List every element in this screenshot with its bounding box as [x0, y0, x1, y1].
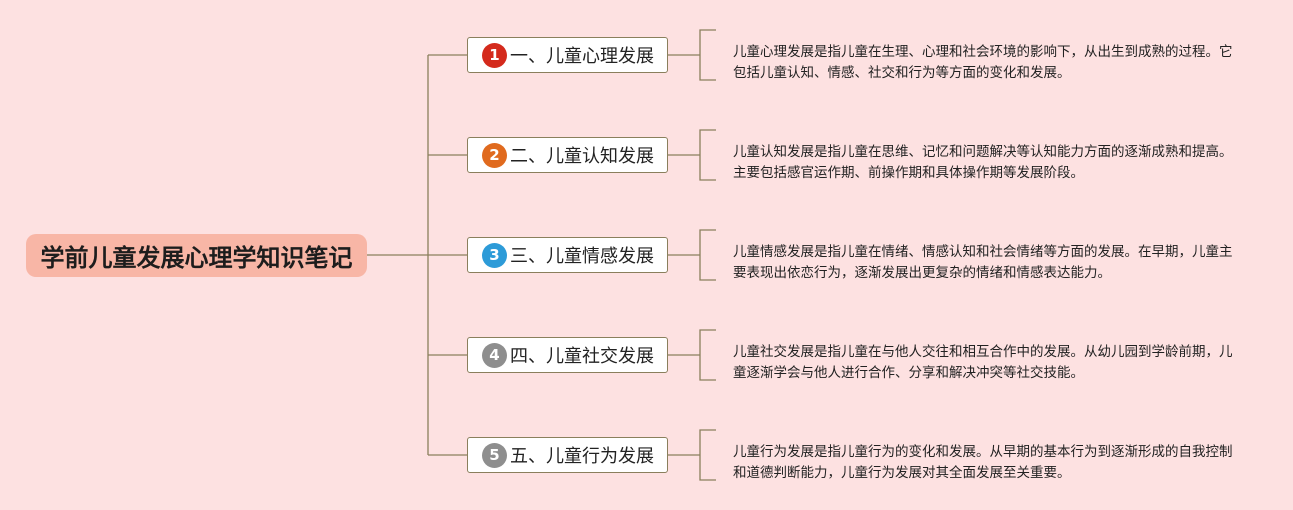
branch-topic-label: 三、儿童情感发展 [510, 246, 654, 267]
desc-bracket-3 [699, 229, 716, 281]
root-topic[interactable]: 学前儿童发展心理学知识笔记 [26, 234, 367, 277]
branch-topic-1[interactable]: 1 一、儿童心理发展 [467, 37, 668, 73]
branch-description-3: 儿童情感发展是指儿童在情绪、情感认知和社会情绪等方面的发展。在早期，儿童主要表现… [733, 244, 1233, 281]
branch-topic-4[interactable]: 4 四、儿童社交发展 [467, 337, 668, 373]
branch-topic-label: 二、儿童认知发展 [510, 146, 654, 167]
number-marker-4-icon: 4 [482, 342, 507, 368]
branch-topic-label: 四、儿童社交发展 [510, 346, 654, 367]
branch-topic-label: 一、儿童心理发展 [510, 46, 654, 67]
branch-topic-3[interactable]: 3 三、儿童情感发展 [467, 237, 668, 273]
branch-topic-2[interactable]: 2 二、儿童认知发展 [467, 137, 668, 173]
number-marker-3-icon: 3 [482, 242, 507, 268]
number-marker-2-icon: 2 [482, 142, 507, 168]
number-marker-5-icon: 5 [482, 442, 507, 468]
number-marker-1-icon: 1 [482, 42, 507, 68]
desc-bracket-4 [699, 329, 716, 381]
desc-bracket-1 [699, 29, 716, 81]
branch-description-5: 儿童行为发展是指儿童行为的变化和发展。从早期的基本行为到逐渐形成的自我控制和道德… [733, 444, 1233, 481]
branch-description-1: 儿童心理发展是指儿童在生理、心理和社会环境的影响下，从出生到成熟的过程。它包括儿… [733, 44, 1233, 81]
branch-description-2: 儿童认知发展是指儿童在思维、记忆和问题解决等认知能力方面的逐渐成熟和提高。主要包… [733, 144, 1233, 181]
branch-description-4: 儿童社交发展是指儿童在与他人交往和相互合作中的发展。从幼儿园到学龄前期，儿童逐渐… [733, 344, 1233, 381]
branch-topic-label: 五、儿童行为发展 [510, 446, 654, 467]
desc-bracket-5 [699, 429, 716, 481]
root-topic-title: 学前儿童发展心理学知识笔记 [40, 244, 353, 272]
branch-topic-5[interactable]: 5 五、儿童行为发展 [467, 437, 668, 473]
desc-bracket-2 [699, 129, 716, 181]
